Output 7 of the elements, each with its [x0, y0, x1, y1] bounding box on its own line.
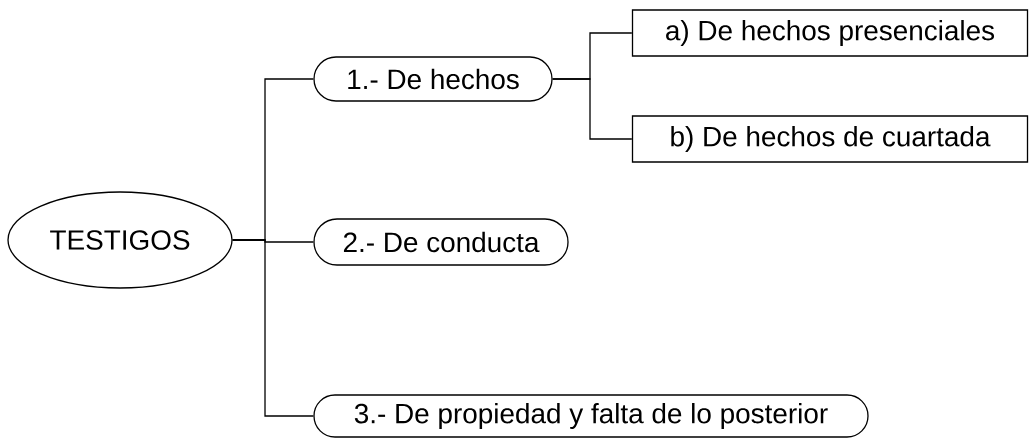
category-box: 1.- De hechos: [313, 56, 553, 102]
connector-line: [552, 78, 633, 140]
category-box: 2.- De conducta: [313, 218, 569, 266]
subcategory-box: a) De hechos presenciales: [631, 9, 1029, 57]
subcategory-box: b) De hechos de cuartada: [631, 115, 1029, 163]
connector-line: [232, 239, 314, 417]
category-box: 3.- De propiedad y falta de lo posterior: [313, 394, 869, 438]
